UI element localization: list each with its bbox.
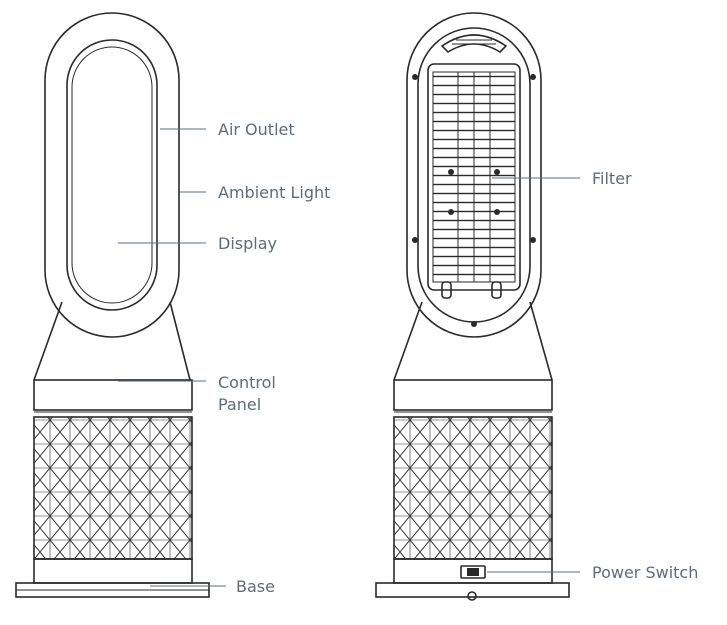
label-display: Display bbox=[218, 234, 277, 253]
front-filter-mesh bbox=[34, 417, 192, 559]
label-control-panel-line2: Panel bbox=[218, 395, 261, 414]
label-ambient-light: Ambient Light bbox=[218, 183, 330, 202]
air-outlet-loop-inner-edge bbox=[71, 46, 153, 304]
rear-handle bbox=[440, 34, 508, 54]
label-base: Base bbox=[236, 577, 275, 596]
front-view bbox=[15, 12, 210, 598]
air-outlet-loop-outer bbox=[44, 12, 180, 338]
rear-filter-frame bbox=[427, 63, 521, 291]
rear-base bbox=[375, 582, 570, 598]
control-panel-neck bbox=[33, 301, 191, 381]
air-outlet-loop-inner bbox=[66, 39, 158, 311]
rear-loop-inner bbox=[417, 27, 531, 323]
label-control-panel-line1: Control bbox=[218, 373, 276, 392]
power-switch bbox=[460, 565, 486, 579]
label-air-outlet: Air Outlet bbox=[218, 120, 295, 139]
label-power-switch: Power Switch bbox=[592, 563, 698, 582]
label-filter: Filter bbox=[592, 169, 632, 188]
rear-view bbox=[375, 12, 570, 601]
rear-screws bbox=[412, 74, 536, 327]
rear-loop-outer bbox=[406, 12, 542, 338]
rear-neck bbox=[393, 301, 553, 381]
control-panel-band bbox=[33, 379, 193, 411]
rear-filter-mesh bbox=[394, 417, 552, 559]
